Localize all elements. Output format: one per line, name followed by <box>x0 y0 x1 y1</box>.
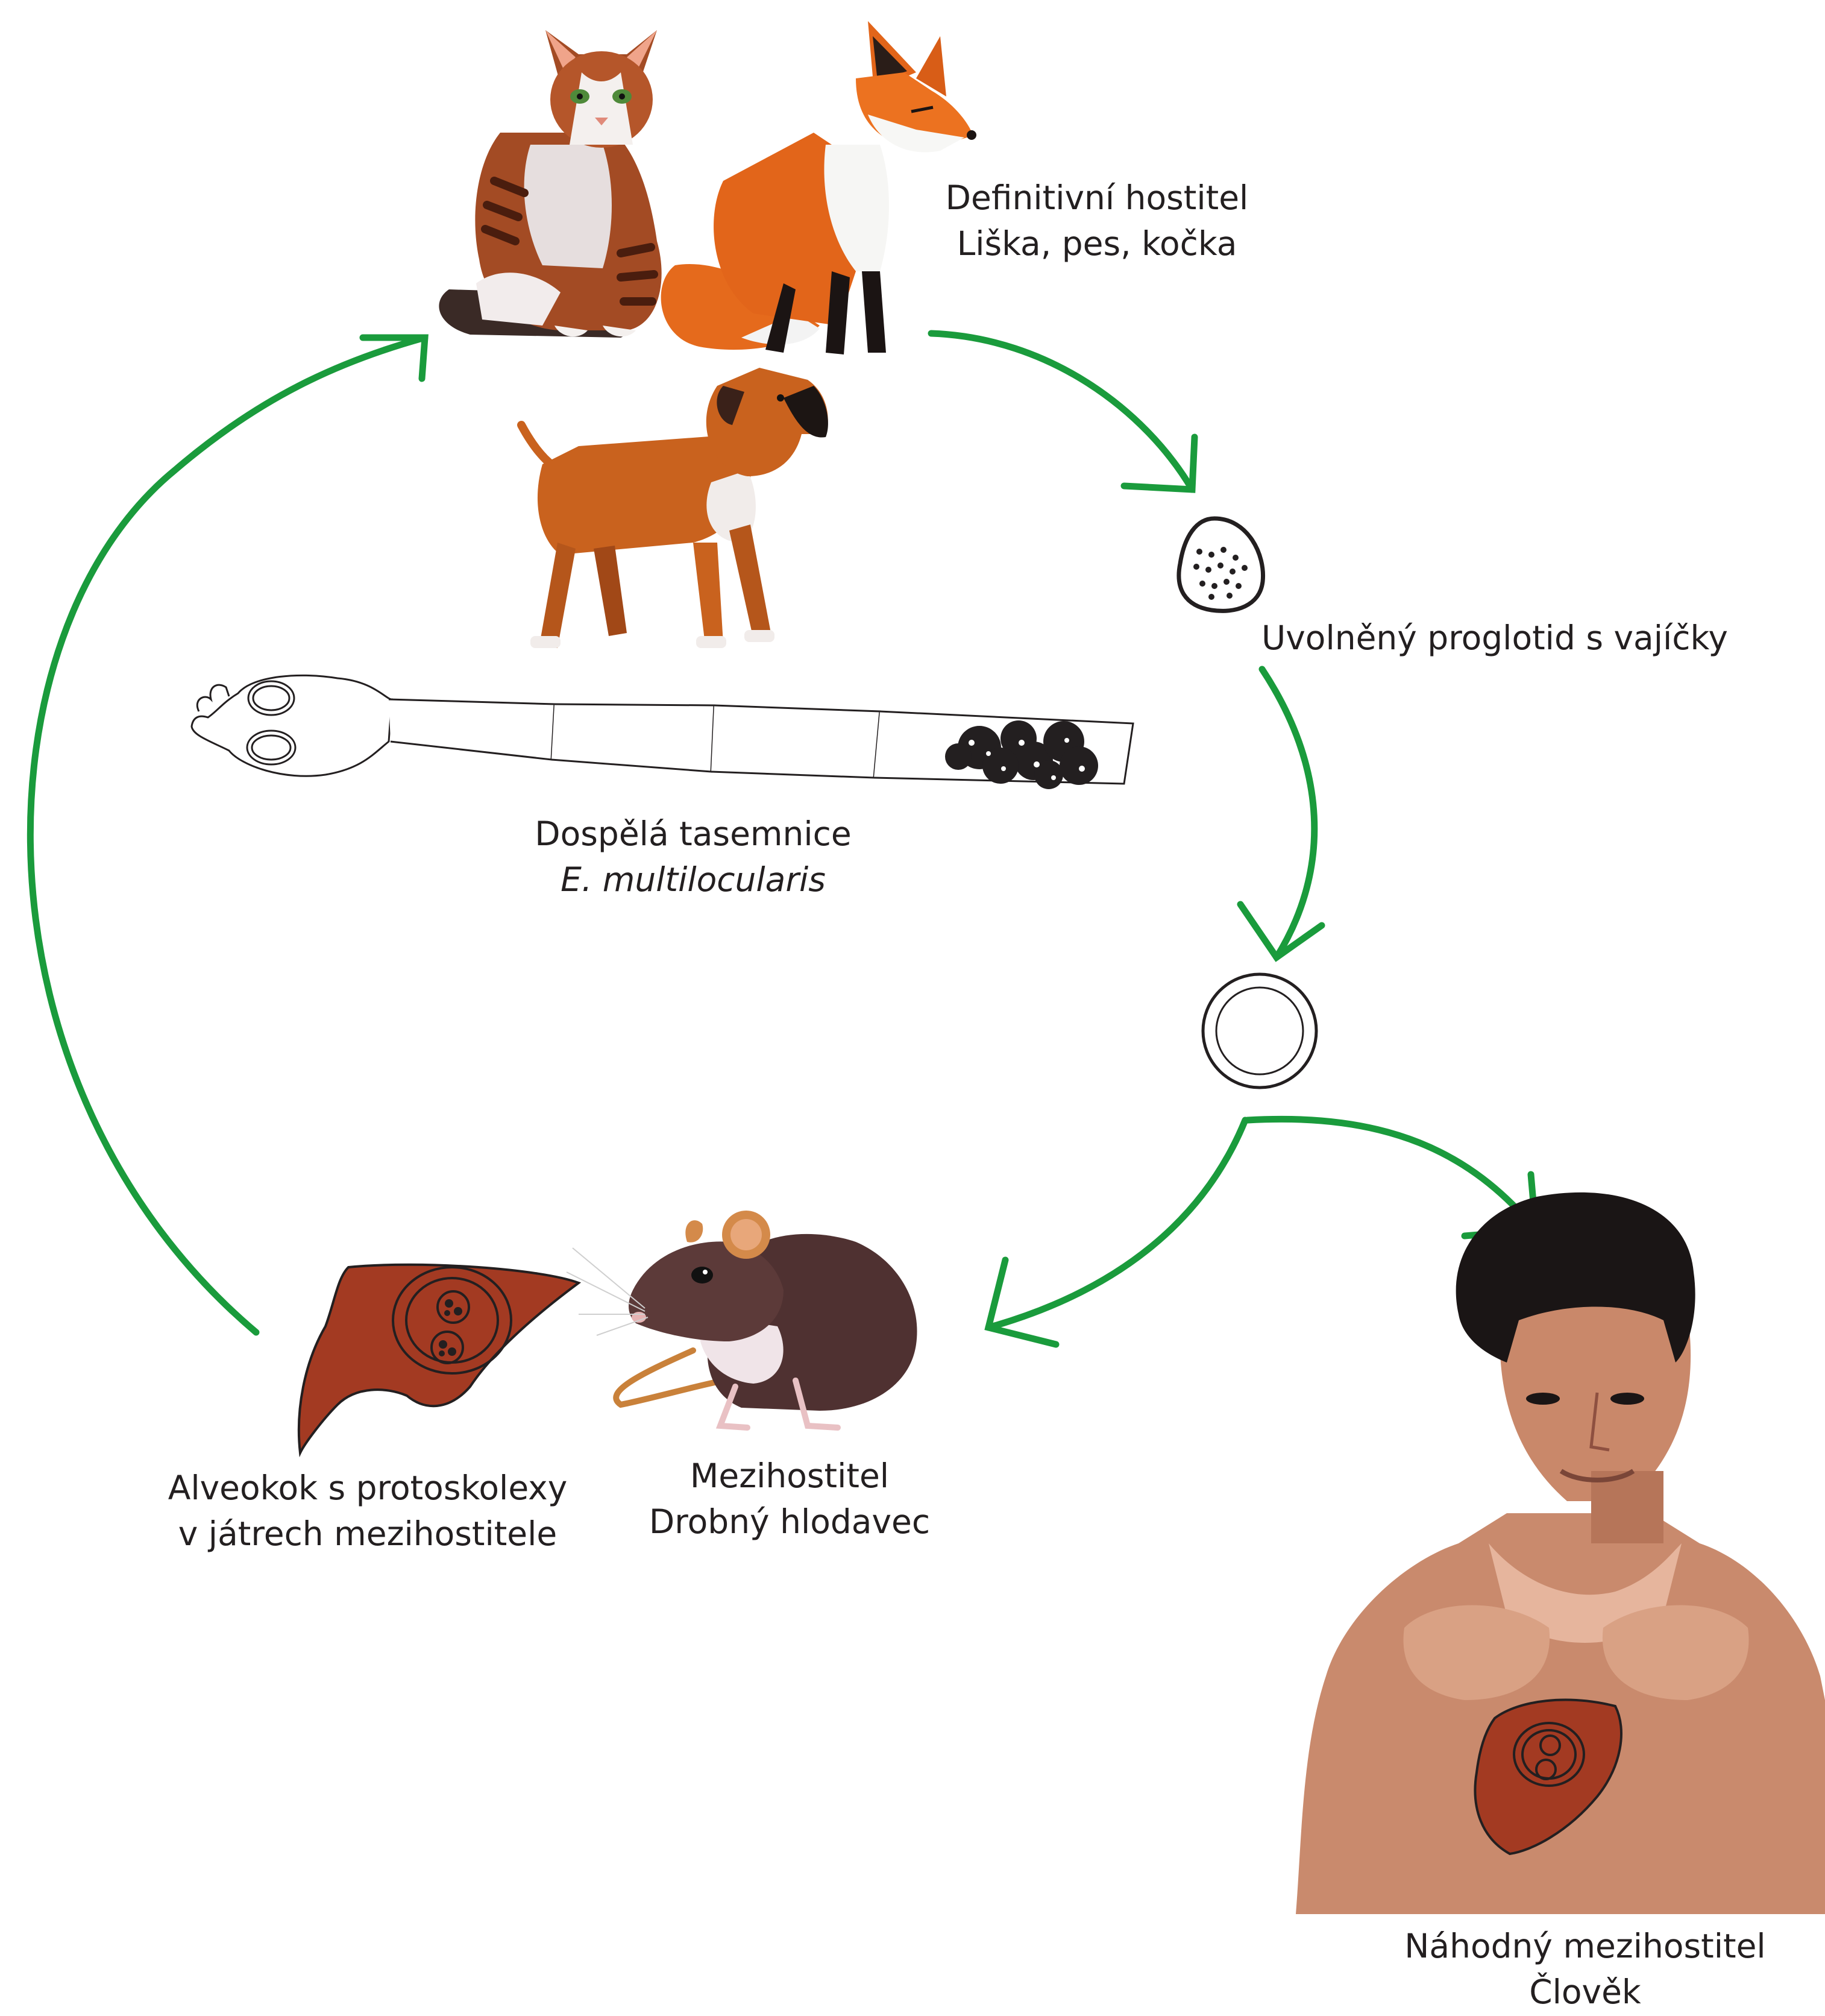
proglottid-egg-icon <box>1179 518 1263 611</box>
alveococcus-location: v játrech mezihostitele <box>151 1511 585 1557</box>
arrow-proglottid-to-egg <box>1262 669 1315 957</box>
accidental-host-title: Náhodný mezihostitel <box>1368 1923 1802 1969</box>
arrow-egg-to-rodent <box>988 1120 1245 1328</box>
dog-illustration <box>521 368 828 648</box>
alveococcus-title: Alveokok s protoskolexy <box>151 1465 585 1511</box>
intermediate-host-label: Mezihostitel Drobný hlodavec <box>615 1453 964 1545</box>
accidental-host-species: Člověk <box>1368 1969 1802 2015</box>
fox-illustration <box>661 21 976 354</box>
arrow-liver-to-host <box>30 338 425 1332</box>
proglottid-label: Uvolněný proglotid s vajíčky <box>1254 615 1736 661</box>
adult-tapeworm-label: Dospělá tasemnice E. multilocularis <box>500 811 886 902</box>
alveococcus-label: Alveokok s protoskolexy v játrech meziho… <box>151 1465 585 1557</box>
rat-illustration <box>567 1211 917 1428</box>
adult-tapeworm-title: Dospělá tasemnice <box>500 811 886 857</box>
human-illustration <box>1296 1192 1825 1914</box>
liver-cyst-illustration <box>299 1265 579 1453</box>
adult-tapeworm-species: E. multilocularis <box>500 857 886 902</box>
arrow-egg-to-human <box>1248 1119 1536 1230</box>
arrow-host-to-proglottid <box>931 333 1192 490</box>
intermediate-host-species: Drobný hlodavec <box>615 1499 964 1545</box>
accidental-host-label: Náhodný mezihostitel Člověk <box>1368 1923 1802 2015</box>
oncosphere-egg-icon <box>1203 974 1316 1088</box>
definitive-host-title: Definitivní hostitel <box>940 175 1254 221</box>
cat-illustration <box>439 30 661 338</box>
proglottid-text: Uvolněný proglotid s vajíčky <box>1254 615 1736 661</box>
definitive-host-species: Liška, pes, kočka <box>940 221 1254 266</box>
definitive-host-label: Definitivní hostitel Liška, pes, kočka <box>940 175 1254 266</box>
intermediate-host-title: Mezihostitel <box>615 1453 964 1499</box>
tapeworm-illustration <box>192 675 1133 789</box>
